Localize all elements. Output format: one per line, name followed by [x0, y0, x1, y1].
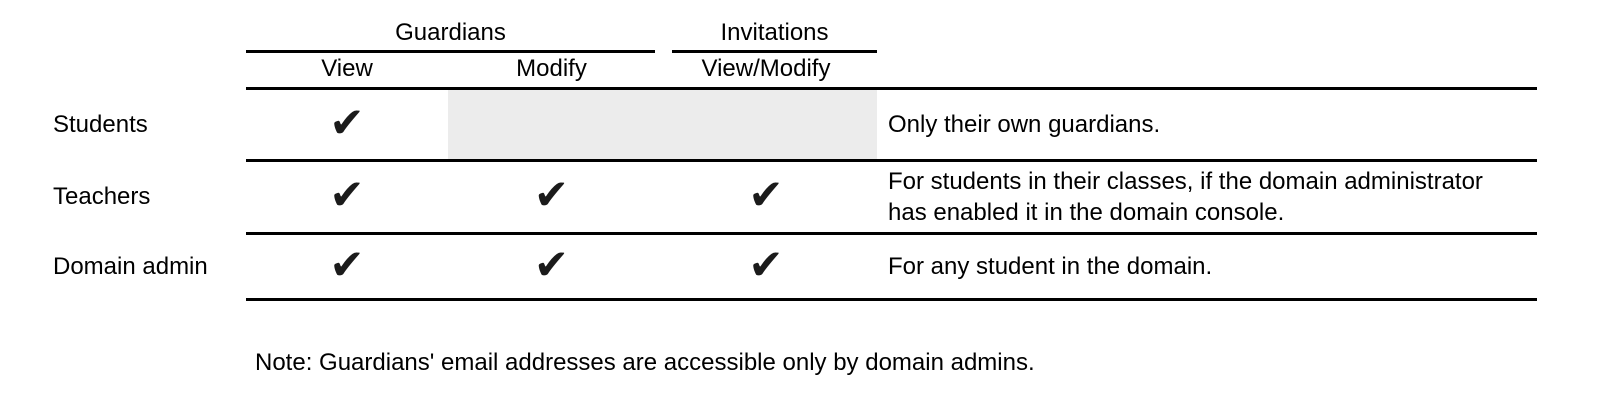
check-icon: ✔ [533, 171, 570, 218]
check-icon: ✔ [533, 240, 570, 288]
footnote: Note: Guardians' email addresses are acc… [255, 349, 1035, 376]
cell-teachers-guardians-view: ✔ [246, 171, 448, 218]
table-row-students: Students ✔ Only their own guardians. [53, 90, 1537, 162]
row-label-teachers: Teachers [53, 183, 151, 210]
row-label-students: Students [53, 110, 148, 138]
column-group-invitations: Invitations [672, 8, 877, 53]
column-headers-row: View Modify View/Modify [246, 50, 1537, 90]
table-row-domain-admin: Domain admin ✔ ✔ ✔ For any student in th… [53, 235, 1537, 301]
table-row-teachers: Teachers ✔ ✔ ✔ For students in their cla… [53, 162, 1537, 235]
column-group-guardians: Guardians [246, 8, 655, 53]
row-note-teachers: For students in their classes, if the do… [888, 168, 1483, 226]
row-note-students: Only their own guardians. [888, 111, 1161, 138]
column-header-modify: Modify [516, 54, 587, 82]
column-group-label: Guardians [395, 19, 506, 46]
check-icon: ✔ [329, 98, 365, 146]
row-note-domain-admin: For any student in the domain. [888, 253, 1213, 280]
check-icon: ✔ [748, 171, 784, 218]
check-icon: ✔ [329, 240, 365, 288]
cell-teachers-guardians-modify: ✔ [448, 171, 655, 218]
column-header-view: View [321, 54, 373, 82]
cell-admin-guardians-modify: ✔ [448, 240, 655, 288]
cell-teachers-invitations-view-modify: ✔ [655, 171, 877, 218]
cell-students-invitations-view-modify [655, 116, 877, 134]
check-icon: ✔ [329, 171, 365, 218]
row-label-domain-admin: Domain admin [53, 252, 208, 280]
cell-students-guardians-view: ✔ [246, 98, 448, 146]
column-group-label: Invitations [720, 19, 829, 46]
cell-students-guardians-modify [448, 116, 655, 134]
disabled-cells-shade [448, 90, 877, 159]
check-icon: ✔ [748, 240, 784, 288]
cell-admin-guardians-view: ✔ [246, 240, 448, 288]
column-header-view-modify: View/Modify [701, 54, 831, 82]
cell-admin-invitations-view-modify: ✔ [655, 240, 877, 288]
